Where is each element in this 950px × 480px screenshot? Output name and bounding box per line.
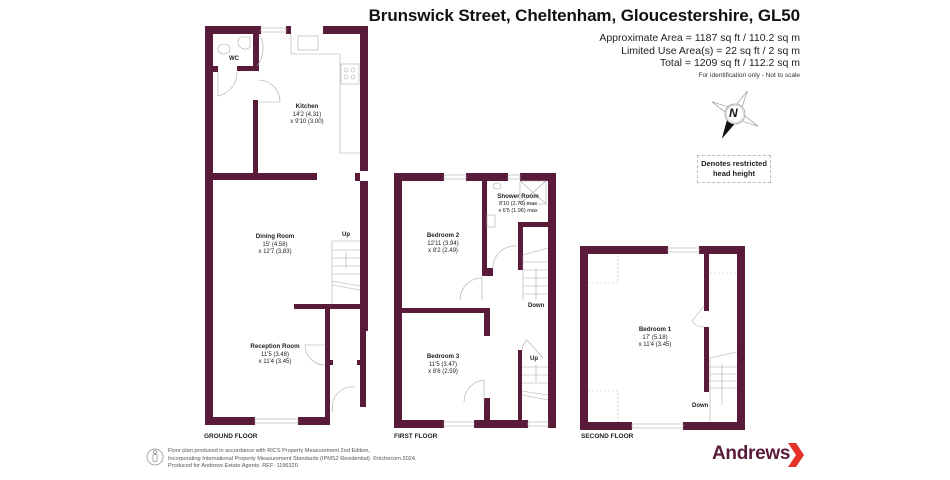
room-dim: 11'5 (3.47)	[428, 361, 458, 368]
room-dim: 12'11 (3.94)	[427, 240, 459, 247]
room-dim: x 8'2 (2.49)	[428, 248, 458, 254]
second-floor-walls	[580, 246, 745, 430]
room-dim: 15' (4.58)	[262, 241, 288, 248]
approximate-area: Approximate Area = 1187 sq ft / 110.2 sq…	[599, 32, 800, 44]
scale-note: For identification only - Not to scale	[698, 72, 800, 79]
room-name: Bedroom 3	[426, 353, 460, 360]
room-name: Shower Room	[497, 193, 539, 200]
property-title: Brunswick Street, Cheltenham, Gloucester…	[368, 6, 800, 25]
stairs-up-label: Up	[342, 232, 350, 238]
room-dim: 17' (5.18)	[642, 334, 668, 341]
andrews-logo: Andrews	[712, 443, 791, 464]
room-name: Kitchen	[295, 103, 319, 110]
room-dim: x 12'7 (3.83)	[258, 249, 292, 255]
compass-north-label: N	[729, 106, 738, 120]
andrews-chevron-icon	[788, 443, 804, 467]
second-floor-label: SECOND FLOOR	[581, 433, 634, 440]
room-dim: x 11'4 (3.45)	[258, 359, 292, 365]
room-dim: x 8'6 (2.59)	[428, 369, 458, 375]
restricted-height-legend: Denotes restricted head height	[697, 155, 771, 183]
legend-line-2: head height	[712, 169, 756, 178]
footer-line: Produced for Andrews Estate Agents. REF:…	[168, 463, 298, 470]
ground-floor-label: GROUND FLOOR	[204, 433, 258, 440]
room-name: Bedroom 1	[638, 326, 672, 333]
stairs-down-label: Down	[692, 403, 709, 409]
room-dim: x 11'4 (3.45)	[638, 342, 672, 348]
room-dining: Dining Room 15' (4.58) x 12'7 (3.83)	[240, 233, 310, 257]
footer-line: Incorporating International Property Mea…	[168, 455, 417, 462]
ipms-person-icon	[146, 448, 164, 466]
room-shower: Shower Room 8'10 (2.70) max x 6'5 (1.96)…	[488, 193, 548, 215]
first-floor-label: FIRST FLOOR	[394, 433, 438, 440]
compass-icon	[711, 90, 759, 139]
limited-use-area: Limited Use Area(s) = 22 sq ft / 2 sq m	[621, 44, 800, 57]
room-dim: x 9'10 (3.00)	[290, 119, 324, 125]
first-floor-walls	[394, 173, 556, 428]
stairs-down-label: Down	[528, 303, 545, 309]
stairs-up-label: Up	[530, 356, 538, 362]
room-name: Dining Room	[255, 233, 295, 240]
room-bedroom-1: Bedroom 1 17' (5.18) x 11'4 (3.45)	[620, 326, 690, 350]
room-dim: 14'2 (4.31)	[292, 111, 322, 118]
footer-line: Floor plan produced in accordance with R…	[168, 448, 371, 454]
footer-disclaimer: Floor plan produced in accordance with R…	[168, 448, 417, 471]
area-summary: Approximate Area = 1187 sq ft / 110.2 sq…	[599, 32, 800, 70]
room-dim: x 6'5 (1.96) max	[498, 208, 538, 214]
room-dim: 11'5 (3.48)	[260, 351, 290, 358]
ground-floor-walls	[205, 26, 368, 425]
room-name: Reception Room	[250, 343, 300, 350]
room-name: Bedroom 2	[426, 232, 460, 239]
room-bedroom-2: Bedroom 2 12'11 (3.94) x 8'2 (2.49)	[408, 232, 478, 256]
room-bedroom-3: Bedroom 3 11'5 (3.47) x 8'6 (2.59)	[408, 353, 478, 377]
room-reception: Reception Room 11'5 (3.48) x 11'4 (3.45)	[235, 343, 315, 367]
legend-line-1: Denotes restricted	[701, 159, 767, 168]
room-label-wc: WC	[229, 56, 239, 62]
room-kitchen: Kitchen 14'2 (4.31) x 9'10 (3.00)	[277, 103, 337, 127]
total-area: Total = 1209 sq ft / 112.2 sq m	[659, 57, 800, 69]
room-dim: 8'10 (2.70) max	[498, 201, 538, 207]
